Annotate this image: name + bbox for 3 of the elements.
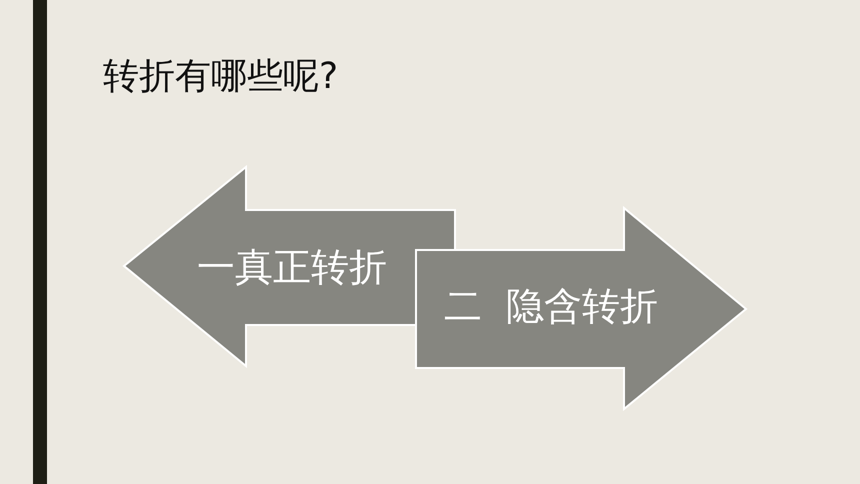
slide-title: 转折有哪些呢? xyxy=(103,55,338,99)
arrow-label: 一真正转折 xyxy=(197,245,387,291)
arrow-label: 二 隐含转折 xyxy=(444,284,658,330)
